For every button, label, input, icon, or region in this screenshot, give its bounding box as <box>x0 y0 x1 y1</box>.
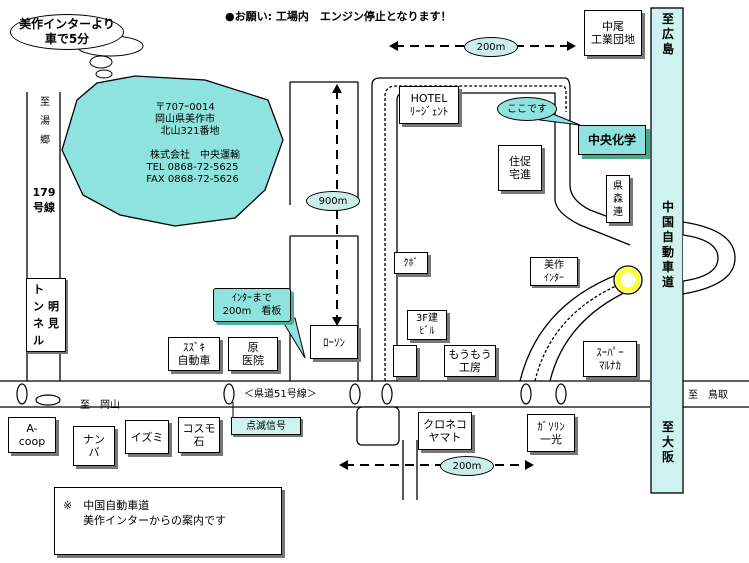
highway-name: 中国自動車道 <box>661 200 674 289</box>
tunnel-label: ト ン ネ ル 明 見 <box>26 278 66 352</box>
address-line-2: 北山321番地 <box>160 126 220 137</box>
building-moumou: もうもう 工房 <box>444 345 496 377</box>
footer-note: ※ 中国自動車道 美作インターからの案内です <box>54 487 282 555</box>
building-3f-block <box>393 345 417 377</box>
signboard-callout: ｲﾝﾀｰまで 200m 看板 <box>213 288 291 322</box>
destination-marker: 中央化学 <box>578 125 646 155</box>
highway-to-hiroshima: 至 広島 <box>661 12 687 56</box>
building-gas-station: ｶﾞｿﾘﾝ 一光 <box>527 414 575 452</box>
phone-number: TEL 0868-72-5625 <box>146 162 239 173</box>
building-coop: A- coop <box>8 417 56 453</box>
blinking-signal-label: 点滅信号 <box>231 417 301 435</box>
postal-code: 〒707ｰ0014 <box>155 102 215 113</box>
building-3f: 3F建 ﾋﾞﾙ <box>407 310 447 340</box>
prefectural-road-label: ＜県道51号線＞ <box>244 389 317 400</box>
distance-bottom-label: 200m <box>440 456 494 476</box>
notice-text: ●お願い: 工場内 エンジン停止となります！ <box>225 10 452 23</box>
building-suzuki: ｽｽﾞｷ 自動車 <box>168 337 220 371</box>
road-to-tottori: 至 鳥取 <box>688 390 728 401</box>
building-nakao-industrial: 中尾 工業団地 <box>584 10 642 56</box>
building-izumi: イズミ <box>125 420 169 454</box>
fax-number: FAX 0868-72-5626 <box>146 174 239 185</box>
company-name: 株式会社 中央運輸 <box>150 150 240 161</box>
highway-to-osaka: 至大阪 <box>661 420 674 464</box>
route179-top: 至 湯 郷 <box>40 97 50 146</box>
building-hotel: HOTEL ﾘｰｼﾞｪﾝﾄ <box>399 86 459 124</box>
interchange-bubble: 美作インターより 車で5分 <box>10 14 124 50</box>
building-nanba: ナン バ <box>73 426 115 466</box>
building-kubo: ｸﾎﾞ <box>394 252 428 274</box>
distance-top-label: 200m <box>464 37 518 57</box>
building-lawson: ﾛｰｿﾝ <box>310 325 358 359</box>
road-to-okayama: 至 岡山 <box>80 400 120 411</box>
building-cosmo: コスモ 石 <box>178 417 220 453</box>
building-residence: 住促 宅進 <box>498 145 542 191</box>
distance-mid-label: 900m <box>306 191 360 211</box>
interchange-label: 美作 ｲﾝﾀｰ <box>530 257 578 286</box>
address-line-1: 岡山県美作市 <box>155 114 215 125</box>
footer-note-line2: 美作インターからの案内です <box>83 514 226 527</box>
building-clinic: 原 医院 <box>228 337 278 371</box>
company-info: 〒707ｰ0014 岡山県美作市 北山321番地 株式会社 中央運輸 TEL 0… <box>125 102 265 186</box>
building-supermarket: ｽｰﾊﾟｰ ﾏﾙﾅｶ <box>583 341 637 377</box>
here-callout: ここです <box>497 97 557 121</box>
footer-note-line1: ※ 中国自動車道 <box>63 499 150 512</box>
building-prefectural-forest: 県 森 連 <box>606 175 630 223</box>
route179-label: 179 号線 <box>32 186 56 214</box>
building-kuroneko: クロネコ ヤマト <box>418 412 472 450</box>
